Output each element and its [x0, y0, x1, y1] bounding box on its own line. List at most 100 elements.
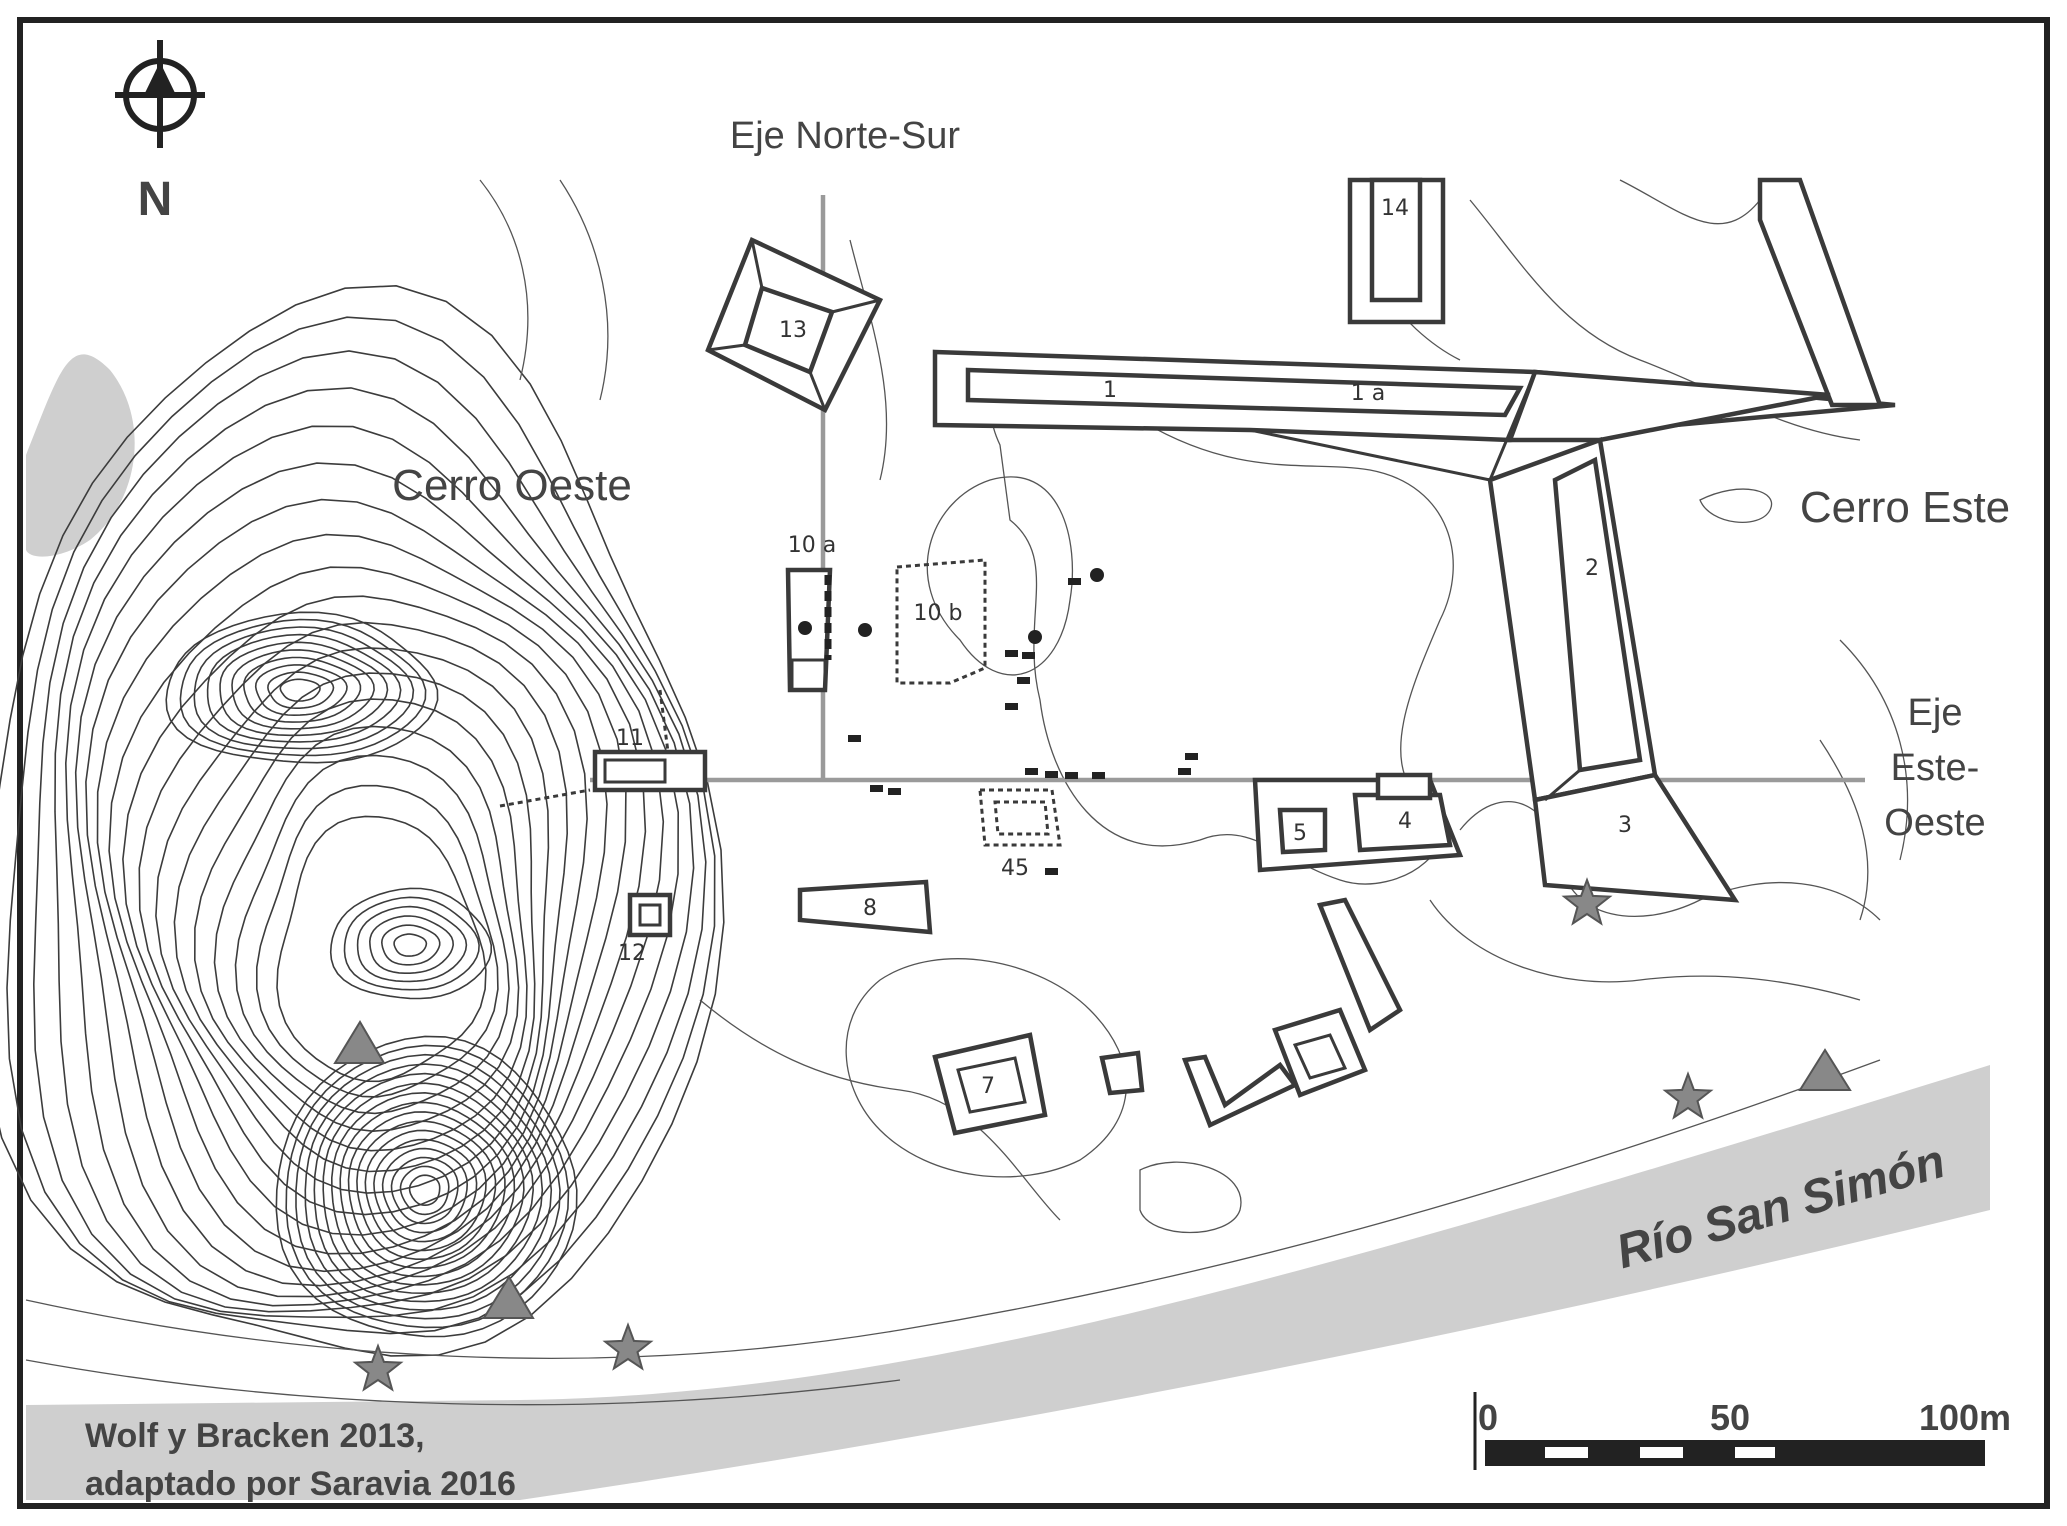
label-12: 12	[618, 941, 646, 966]
contour-line	[193, 626, 415, 750]
contour-line	[179, 618, 427, 757]
scale-label-0: 0	[1478, 1397, 1498, 1438]
contour-line	[231, 649, 375, 730]
contour-line	[32, 350, 707, 1319]
contours-west	[0, 284, 725, 1357]
structure-45	[978, 788, 1062, 847]
star-marker-2	[602, 1322, 654, 1371]
triangle-marker-2	[482, 1275, 535, 1319]
contour-line	[219, 641, 389, 737]
structure-labels: 13 14 1 1 a 2 3 4 5 7 8 10 a 10 b 11 12 …	[616, 196, 1632, 1099]
contour-line	[347, 1111, 506, 1269]
contour-line	[213, 725, 520, 1133]
contour-line	[206, 633, 402, 743]
star-marker-1	[352, 1343, 404, 1392]
contour-line	[393, 933, 428, 957]
structure-3	[1532, 768, 1740, 903]
structure-small-square	[1099, 1050, 1145, 1096]
contour-line	[381, 1147, 469, 1234]
contour-line	[330, 1091, 525, 1286]
structure-13	[705, 236, 884, 414]
contour-line	[339, 1101, 516, 1278]
label-1: 1	[1103, 378, 1117, 403]
contour-line	[138, 621, 569, 1216]
label-14: 14	[1381, 196, 1409, 221]
label-7: 7	[981, 1074, 995, 1099]
contour-line	[254, 664, 348, 717]
structure-8	[797, 879, 933, 935]
hill-west-label: Cerro Oeste	[392, 461, 632, 510]
contour-line	[279, 678, 321, 702]
structure-7	[932, 1032, 1048, 1136]
structure-l-shaped	[1181, 897, 1403, 1129]
contour-line	[356, 1120, 497, 1260]
contour-line	[242, 656, 362, 723]
label-8: 8	[863, 896, 877, 921]
label-3: 3	[1618, 813, 1632, 838]
axis-ns-label: Eje Norte-Sur	[730, 115, 961, 157]
star-markers	[352, 877, 1714, 1392]
credit-line-2: adaptado por Saravia 2016	[85, 1465, 516, 1503]
contours-plaza	[25, 179, 1909, 1406]
small-features	[798, 568, 1198, 875]
label-4: 4	[1398, 809, 1412, 834]
contour-line	[373, 1138, 478, 1243]
contour-line	[322, 1082, 535, 1295]
river-area	[26, 1065, 1990, 1500]
label-11: 11	[616, 726, 644, 751]
structure-10b	[895, 558, 987, 685]
contour-line	[85, 498, 647, 1287]
contour-line	[275, 1035, 578, 1338]
label-10b: 10 b	[914, 601, 963, 626]
contour-line	[380, 924, 441, 966]
star-marker-3	[1561, 877, 1613, 926]
triangle-marker-1	[333, 1020, 386, 1064]
hill-east-label: Cerro Este	[1800, 483, 2010, 532]
star-marker-4	[1662, 1071, 1714, 1120]
contour-line	[64, 425, 680, 1307]
structure-4-5	[1252, 772, 1464, 873]
contour-line	[408, 1174, 441, 1207]
contour-line	[368, 915, 455, 974]
contour-line	[155, 647, 550, 1194]
north-label: N	[138, 173, 173, 226]
structure-12	[627, 892, 673, 938]
contour-line	[364, 1129, 487, 1252]
structure-14	[1347, 177, 1446, 325]
label-2: 2	[1585, 556, 1599, 581]
structure-2	[1487, 436, 1658, 803]
contour-line	[399, 1165, 450, 1216]
label-45: 45	[1001, 856, 1029, 881]
contour-line	[267, 671, 335, 709]
contour-line	[356, 905, 468, 983]
label-13: 13	[779, 318, 807, 343]
structure-11	[499, 689, 708, 808]
contour-line	[276, 815, 487, 1083]
contour-line	[173, 672, 536, 1173]
contour-line	[295, 1053, 561, 1320]
label-5: 5	[1293, 821, 1307, 846]
structure-north-east-wall	[1506, 177, 1884, 443]
axis-ew-label-3: Oeste	[1884, 802, 1985, 844]
triangle-marker-3	[1798, 1048, 1852, 1091]
scale-bar: 0 50 100m	[1473, 1392, 2011, 1470]
contour-line	[74, 462, 665, 1298]
credit-line-1: Wolf y Bracken 2013,	[85, 1417, 425, 1455]
contour-line	[234, 754, 510, 1115]
contour-line	[165, 611, 439, 764]
contour-line	[304, 1063, 553, 1311]
contour-line	[329, 887, 492, 1000]
contour-line	[390, 1156, 459, 1225]
scale-label-50: 50	[1710, 1397, 1750, 1438]
contour-line	[193, 698, 528, 1152]
contour-line	[313, 1072, 544, 1303]
contour-line	[343, 896, 480, 991]
contour-line	[122, 595, 588, 1236]
contour-line	[96, 533, 627, 1273]
pond-area	[26, 354, 135, 557]
axis-ew-label-1: Eje	[1908, 692, 1963, 734]
north-arrow-icon	[115, 40, 205, 148]
label-1a: 1 a	[1351, 381, 1385, 406]
triangle-markers	[333, 1020, 1852, 1319]
